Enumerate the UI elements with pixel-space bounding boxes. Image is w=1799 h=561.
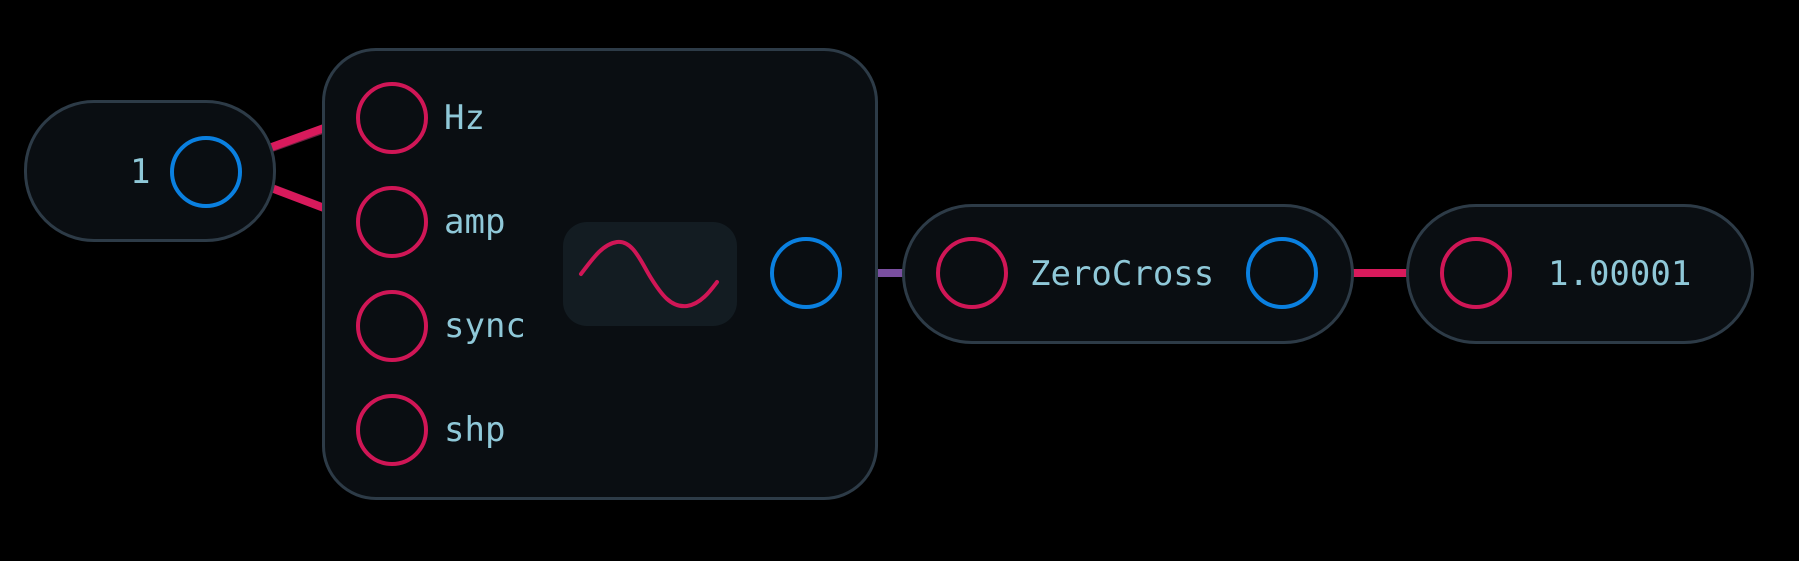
sine-wave-icon [579,239,719,309]
shp-input-port[interactable] [356,394,428,466]
oscillator-output-port[interactable] [770,237,842,309]
amp-input-label: amp [444,202,506,242]
amp-input-port[interactable] [356,186,428,258]
display-input-port[interactable] [1440,237,1512,309]
hz-input-port[interactable] [356,82,428,154]
display-value: 1.00001 [1548,254,1692,294]
waveform-selector[interactable] [563,222,737,326]
const-output-port[interactable] [170,136,242,208]
hz-input-label: Hz [444,98,485,138]
zerocross-input-port[interactable] [936,237,1008,309]
zerocross-label: ZeroCross [1030,254,1215,294]
const-value: 1 [130,152,151,192]
shp-input-label: shp [444,410,506,450]
zerocross-output-port[interactable] [1246,237,1318,309]
sync-input-label: sync [444,306,526,346]
sync-input-port[interactable] [356,290,428,362]
